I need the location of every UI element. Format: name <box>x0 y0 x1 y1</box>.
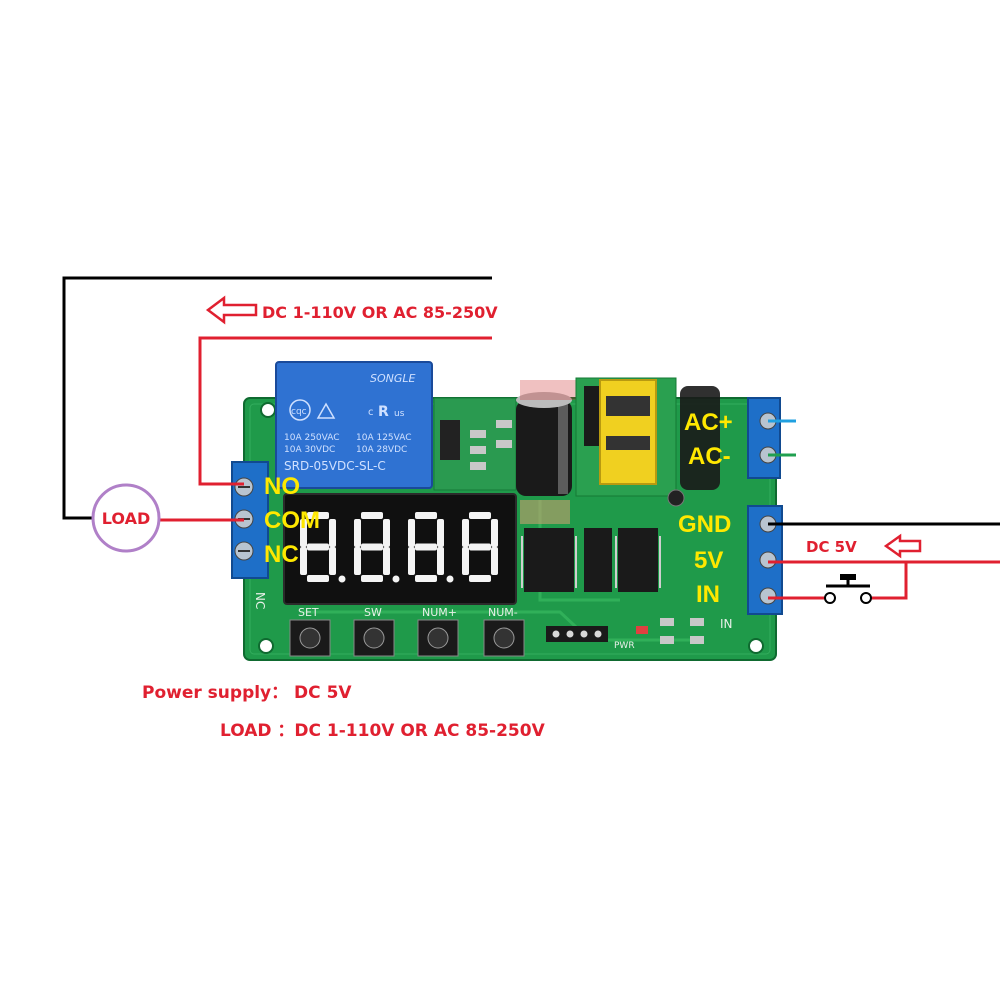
digit-1-segment-0 <box>307 512 329 519</box>
digit-2-segment-5 <box>354 519 361 547</box>
relay-rating-r2: 10A 28VDC <box>356 445 407 455</box>
button-label-sw: SW <box>364 606 382 619</box>
seven-segment-display <box>283 493 517 605</box>
digit-2-segment-1 <box>383 519 390 547</box>
arrow-left-icon <box>883 533 922 559</box>
digit-2-segment-4 <box>354 547 361 575</box>
digit-1-segment-6 <box>307 543 329 551</box>
digit-2-segment-3 <box>361 575 383 582</box>
digit-3-segment-3 <box>415 575 437 582</box>
digit-3-segment-0 <box>415 512 437 519</box>
ac-terminal-block <box>747 397 781 479</box>
digit-3-decimal-point <box>446 575 454 583</box>
ic-chips <box>521 528 661 592</box>
dc5v-arrow-text: DC 5V <box>806 538 857 556</box>
digit-4-segment-5 <box>462 519 469 547</box>
num-plus-button[interactable] <box>417 619 459 657</box>
power-supply-note: Power supply： DC 5V <box>142 683 352 703</box>
relay-rating-r1: 10A 125VAC <box>356 433 412 443</box>
digit-3-segment-1 <box>437 519 444 547</box>
digit-1-segment-5 <box>300 519 307 547</box>
relay-brand: SONGLE <box>370 372 416 385</box>
black-wire-top <box>62 276 492 520</box>
red-wire-switch-return <box>868 562 908 600</box>
digit-2-segment-0 <box>361 512 383 519</box>
relay-rating-l1: 10A 250VAC <box>284 433 340 443</box>
terminal-label-gnd: GND <box>678 511 731 538</box>
digit-3-segment-6 <box>415 543 437 551</box>
digit-1-segment-2 <box>329 547 336 575</box>
sw-button[interactable] <box>353 619 395 657</box>
electrolytic-capacitor <box>516 380 576 496</box>
relay-cert-us: us <box>394 409 405 419</box>
silk-label-bottom-left: NC <box>253 592 267 609</box>
terminal-label-in: IN <box>696 581 720 608</box>
button-label-num-minus: NUM- <box>488 606 518 619</box>
digit-4-segment-0 <box>469 512 491 519</box>
relay: SONGLE cqc c R us 10A 250VAC 10A 30VDC 1… <box>275 361 433 489</box>
terminal-label-com: COM <box>264 507 320 534</box>
digit-2-decimal-point <box>392 575 400 583</box>
button-label-num-plus: NUM+ <box>422 606 457 619</box>
digit-4-segment-4 <box>462 547 469 575</box>
load-voltage-arrow-text: DC 1-110V OR AC 85-250V <box>262 303 498 322</box>
silk-label-in: IN <box>720 617 733 631</box>
terminal-label-ac-minus: AC- <box>688 443 731 470</box>
terminal-label-ac-plus: AC+ <box>684 409 733 436</box>
terminal-label-5v: 5V <box>694 547 723 574</box>
relay-cert-c: c <box>368 407 374 418</box>
display-digits <box>300 512 498 583</box>
digit-3-segment-2 <box>437 547 444 575</box>
arrow-left-icon <box>205 295 258 325</box>
digit-4-segment-3 <box>469 575 491 582</box>
digit-3-segment-5 <box>408 519 415 547</box>
digit-1-segment-4 <box>300 547 307 575</box>
relay-model: SRD-05VDC-SL-C <box>284 459 386 473</box>
button-row: SET SW NUM+ NUM- <box>289 606 525 657</box>
digit-4-segment-1 <box>491 519 498 547</box>
relay-cert: cqc <box>291 407 307 417</box>
relay-cert-ul: R <box>378 404 389 420</box>
digit-2-segment-6 <box>361 543 383 551</box>
red-wire-no <box>198 336 492 486</box>
digit-2-segment-2 <box>383 547 390 575</box>
digit-1-segment-1 <box>329 519 336 547</box>
digit-4-segment-2 <box>491 547 498 575</box>
button-label-set: SET <box>298 606 319 619</box>
header-pins <box>546 626 608 642</box>
terminal-label-no: NO <box>264 473 300 500</box>
digit-4-segment-6 <box>469 543 491 551</box>
terminal-label-nc: NC <box>264 541 299 568</box>
load-note: LOAD ：DC 1-110V OR AC 85-250V <box>220 721 546 741</box>
load-circle: LOAD <box>91 483 161 553</box>
relay-rating-l2: 10A 30VDC <box>284 445 335 455</box>
digit-1-decimal-point <box>338 575 346 583</box>
num-minus-button[interactable] <box>483 619 525 657</box>
pwr-label: PWR <box>614 641 635 651</box>
digit-1-segment-3 <box>307 575 329 582</box>
set-button[interactable] <box>289 619 331 657</box>
power-module <box>575 377 720 507</box>
load-label: LOAD <box>102 509 150 528</box>
push-button-switch-icon <box>824 574 872 604</box>
digit-3-segment-4 <box>408 547 415 575</box>
